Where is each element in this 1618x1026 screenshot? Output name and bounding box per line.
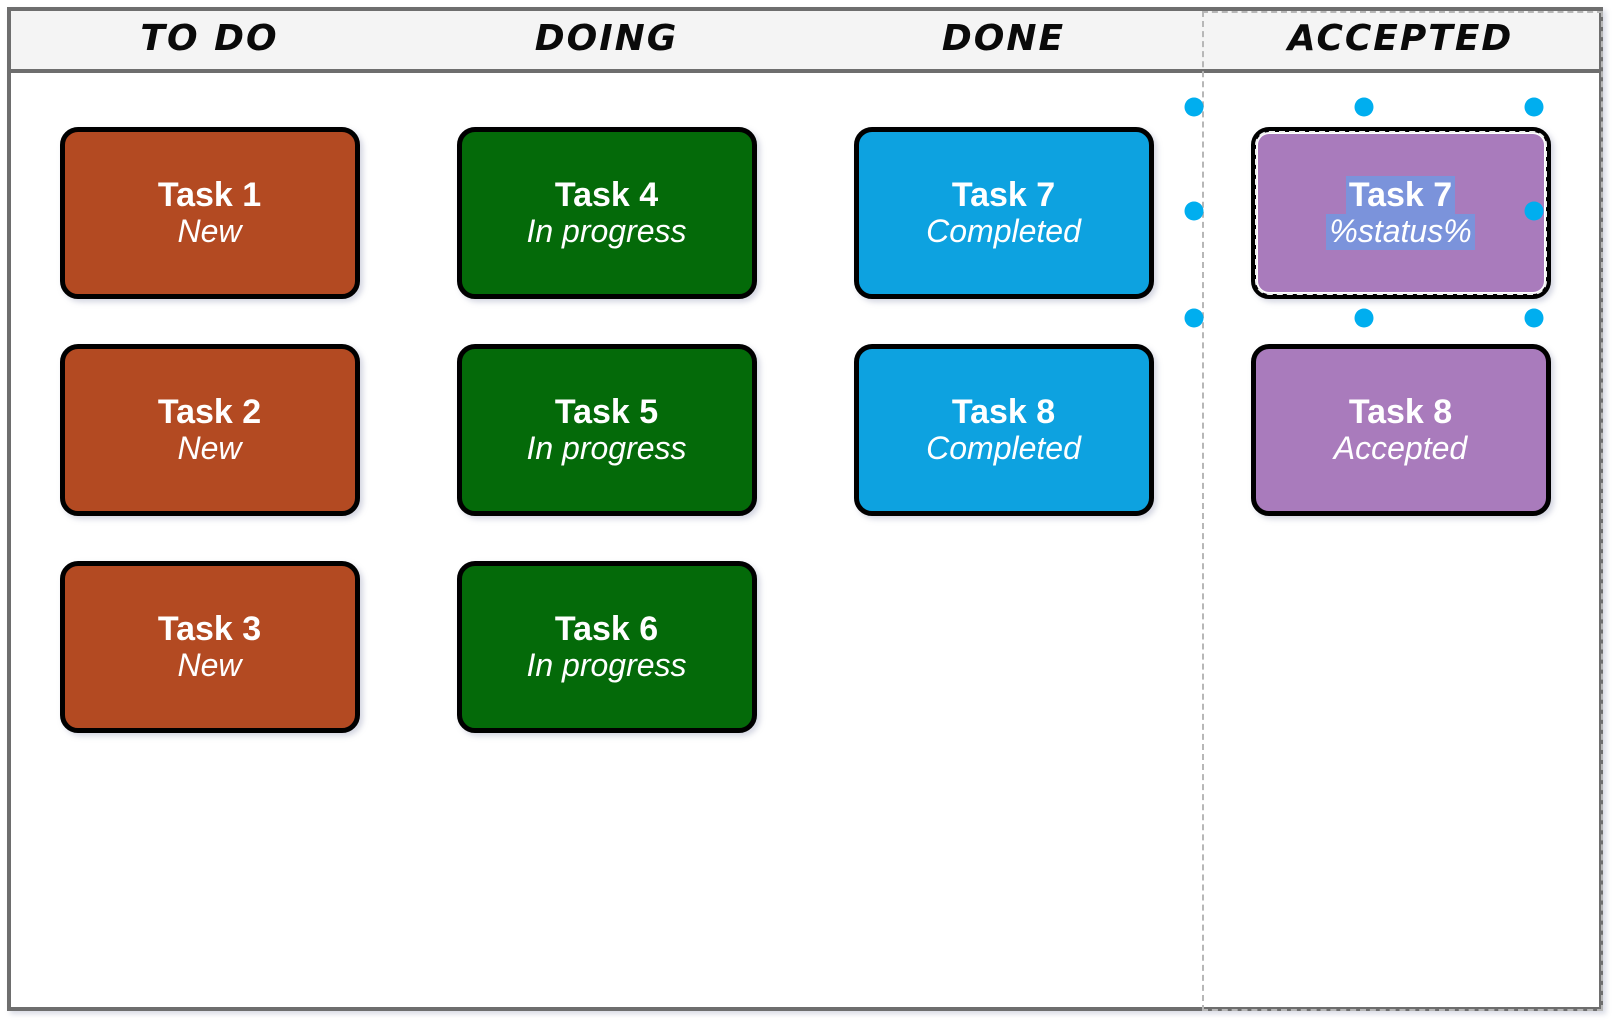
- column-header-done: Done: [941, 18, 1066, 59]
- task-card[interactable]: Task 5 In progress: [456, 344, 757, 516]
- resize-handle[interactable]: [1184, 201, 1204, 221]
- card-status: Accepted: [1333, 430, 1468, 467]
- card-title: Task 8: [951, 393, 1056, 432]
- task-card[interactable]: Task 1 New: [59, 127, 360, 299]
- card-title: Task 1: [157, 176, 262, 215]
- resize-handle[interactable]: [1524, 308, 1544, 328]
- column-header-bar: To Do Doing Done Accepted: [11, 11, 1599, 73]
- card-status: Completed: [926, 430, 1081, 467]
- kanban-board: To Do Doing Done Accepted Task 1 New Tas…: [7, 7, 1603, 1011]
- card-title: Task 5: [554, 393, 659, 432]
- card-title: Task 2: [157, 393, 262, 432]
- card-status: Completed: [926, 213, 1081, 250]
- task-card[interactable]: Task 7 Completed: [853, 127, 1154, 299]
- card-title: Task 7: [951, 176, 1056, 215]
- column-done[interactable]: Task 7 Completed Task 8 Completed: [805, 73, 1202, 1007]
- card-status: In progress: [526, 213, 687, 250]
- resize-handle[interactable]: [1354, 308, 1374, 328]
- task-card[interactable]: Task 4 In progress: [456, 127, 757, 299]
- resize-handle[interactable]: [1354, 97, 1374, 117]
- card-title: Task 6: [554, 610, 659, 649]
- task-card[interactable]: Task 6 In progress: [456, 561, 757, 733]
- column-header-doing: Doing: [534, 18, 679, 59]
- column-doing[interactable]: Task 4 In progress Task 5 In progress Ta…: [408, 73, 805, 1007]
- column-header-todo: To Do: [140, 18, 279, 59]
- card-status: In progress: [526, 647, 687, 684]
- card-title[interactable]: Task 7: [1345, 176, 1456, 215]
- card-status-placeholder[interactable]: %status%: [1326, 213, 1475, 250]
- board-columns: Task 1 New Task 2 New Task 3 New Task 4 …: [11, 11, 1603, 1011]
- card-status: In progress: [526, 430, 687, 467]
- resize-handle[interactable]: [1524, 97, 1544, 117]
- column-accepted[interactable]: Task 7 %status% Task 8 Accepted: [1202, 11, 1603, 1011]
- task-card[interactable]: Task 8 Accepted: [1250, 344, 1551, 516]
- task-card[interactable]: Task 2 New: [59, 344, 360, 516]
- task-card[interactable]: Task 8 Completed: [853, 344, 1154, 516]
- resize-handle[interactable]: [1184, 308, 1204, 328]
- card-status: New: [177, 430, 242, 467]
- card-title: Task 8: [1348, 393, 1453, 432]
- task-card-selected[interactable]: Task 7 %status%: [1250, 127, 1551, 299]
- column-header-accepted: Accepted: [1287, 18, 1514, 59]
- card-title: Task 3: [157, 610, 262, 649]
- resize-handle[interactable]: [1184, 97, 1204, 117]
- column-todo[interactable]: Task 1 New Task 2 New Task 3 New: [11, 73, 408, 1007]
- card-status: New: [177, 647, 242, 684]
- card-status: New: [177, 213, 242, 250]
- resize-handle[interactable]: [1524, 201, 1544, 221]
- card-title: Task 4: [554, 176, 659, 215]
- task-card[interactable]: Task 3 New: [59, 561, 360, 733]
